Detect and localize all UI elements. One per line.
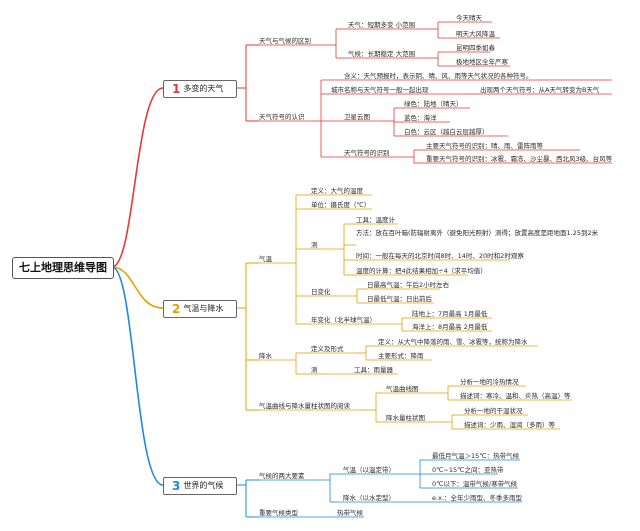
- node-annual-variation: 年变化（北半球气温）: [311, 316, 376, 324]
- node-temp-tool: 工具：温度计: [356, 216, 395, 224]
- node-daily-max: 日最高气温：午后2小时左右: [367, 281, 450, 289]
- node-climate-example-2: 极地地区全年严寒: [456, 58, 508, 66]
- node-temp-measure: 测: [311, 241, 318, 249]
- node-climate-precip: 降水（以水定型）: [343, 494, 395, 502]
- node-climate-def: 气候：长期稳定 大范围: [348, 50, 416, 58]
- branch-label: 多变的天气: [183, 84, 224, 93]
- node-chart-reading: 气温曲线与降水量柱状图的阅读: [259, 402, 350, 410]
- node-precip-measure: 测: [311, 366, 318, 374]
- node-symbol-recognition: 天气符号的识别: [344, 149, 390, 157]
- node-important-symbols: 重要天气符号的识别：冰雹、霜冻、沙尘暴、西北风3级、台风等: [426, 155, 613, 163]
- branch-label: 世界的气候: [183, 481, 224, 490]
- node-symbol-meaning: 含义：天气预报时，表示阴、晴、风、雨等天气状况的各种符号。: [344, 72, 533, 80]
- node-weather-example-2: 明天大风降温: [456, 30, 495, 38]
- node-climate-temp: 气温（以温定带）: [343, 466, 395, 474]
- node-temp-unit: 单位：摄氏度（℃）: [311, 201, 371, 209]
- root-connector: [111, 87, 164, 268]
- node-subtropical: 0℃~15℃之间：亚热带: [432, 466, 504, 474]
- node-weather-def: 天气：短期多变 小范围: [348, 21, 416, 29]
- node-temperate-frigid: 0℃以下：温带气候/寒带气候: [432, 480, 518, 488]
- node-satellite-green: 绿色：陆地（晴天）: [404, 100, 463, 108]
- node-temp-method: 方法：放在百叶箱(防辐射离外（避免阳光照射）测得；放置高度是距地面1.25到2米: [356, 229, 599, 237]
- node-temp-curve-analysis: 分析一地的冷热情况: [460, 378, 519, 386]
- node-temp-curve: 气温曲线图: [386, 385, 419, 393]
- node-weather-symbols: 天气符号的认识: [259, 113, 305, 121]
- root-connector: [111, 266, 164, 486]
- node-satellite-blue: 蓝色：海洋: [404, 114, 437, 122]
- node-tropical-climate: 热带气候: [337, 509, 363, 517]
- branch-number: 3: [172, 479, 181, 493]
- node-precip-def-forms: 定义及形式: [311, 345, 344, 353]
- node-precip-tool: 工具：雨量器: [354, 366, 393, 374]
- root-title: 七上地理思维导图: [12, 257, 114, 279]
- node-annual-ocean: 海洋上：8月最高 2月最低: [412, 323, 488, 331]
- node-climate-example-1: 昆明四季如春: [456, 44, 495, 52]
- node-precipitation: 降水: [259, 352, 272, 360]
- node-city-symbols: 城市名称与天气符号一般一起出现: [331, 86, 429, 94]
- node-tropical: 最低月气温＞15℃：热带气候: [432, 452, 520, 460]
- root-connector: [111, 266, 164, 309]
- node-temp-time: 时间：一般在每天的北京时间8时、14时、20时和2时观察: [356, 252, 524, 260]
- node-satellite-white: 白色：云区（越白云层越厚）: [404, 128, 489, 136]
- node-temp-curve-terms: 描述词：寒冷、温和、炎热（高温）等: [460, 392, 571, 400]
- node-temp-definition: 定义：大气的温度: [311, 187, 363, 195]
- node-main-symbols: 主要天气符号的识别：晴、雨、雷阵雨等: [426, 142, 543, 150]
- node-weather-vs-climate: 天气与气候的区别: [259, 37, 311, 45]
- branch-number: 1: [172, 82, 181, 96]
- node-satellite-image: 卫星云图: [344, 113, 370, 121]
- node-weather-example-1: 今天晴天: [456, 14, 482, 22]
- node-climate-types: 重要气候类型: [259, 509, 298, 517]
- branch-label: 气温与降水: [183, 304, 224, 313]
- node-precip-definition: 定义：从大气中降落的雨、雪、冰雹等，统称为降水: [378, 338, 528, 346]
- node-two-symbols: 出现两个天气符号：从A天气转变为B天气: [480, 86, 600, 94]
- node-daily-variation: 日变化: [311, 288, 331, 296]
- branch-number: 2: [172, 302, 181, 316]
- node-temp-calculation: 温度的计算：把4此结果相加÷4（求平均值）: [356, 267, 487, 275]
- node-precip-types: e.x.：全年少雨型、冬季多雨型: [432, 494, 522, 502]
- node-temperature: 气温: [259, 255, 272, 263]
- node-precip-bar: 降水量柱状图: [386, 414, 425, 422]
- node-daily-min: 日最低气温：日出前后: [367, 295, 432, 303]
- node-precip-bar-analysis: 分析一地的干湿状况: [464, 407, 523, 415]
- node-precip-forms: 主要形式：降雨: [378, 352, 424, 360]
- node-annual-land: 陆地上：7月最高 1月最低: [412, 310, 488, 318]
- node-climate-elements: 气候的两大要素: [259, 472, 305, 480]
- node-precip-bar-terms: 描述词：少雨、湿润（多雨）等: [464, 421, 555, 429]
